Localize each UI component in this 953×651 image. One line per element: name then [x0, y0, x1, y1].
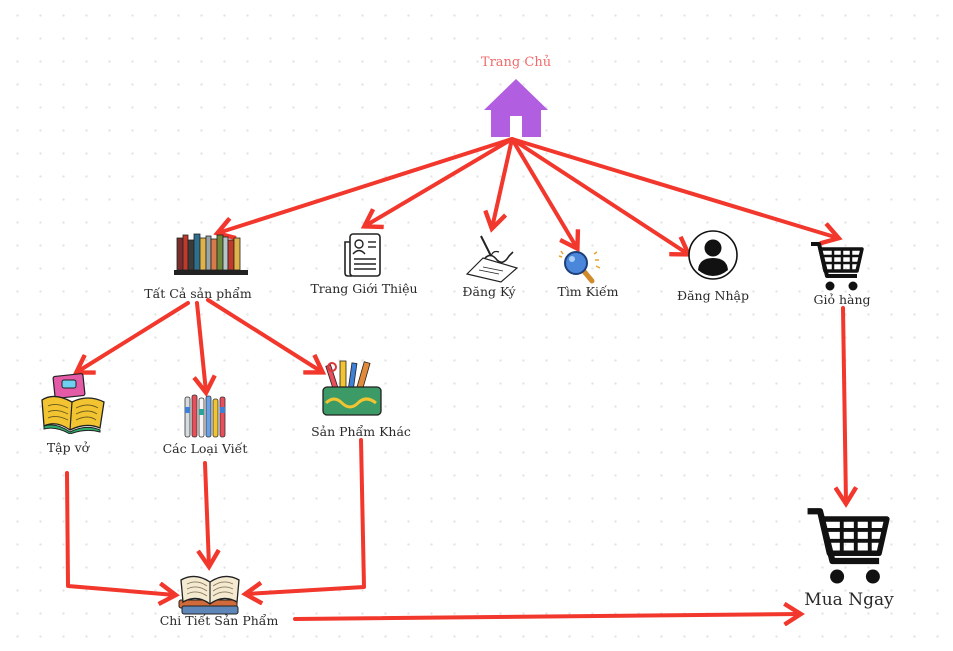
arrow-all-products-to-pens [197, 301, 206, 392]
signature-icon [465, 235, 519, 283]
pens-label: Các Loại Viết [162, 441, 248, 456]
document-icon [344, 233, 381, 277]
shopping-cart-icon [807, 508, 890, 584]
arrow-home-to-search [510, 137, 577, 248]
arrow-home-to-cart [510, 137, 838, 238]
arrow-home-to-about [365, 137, 514, 226]
stationery-holder-icon [322, 360, 382, 416]
home-label: Trang Chủ [480, 55, 552, 70]
arrow-detail-to-buy-now [293, 614, 800, 619]
arrow-home-to-register [492, 137, 514, 228]
buy-now-label: Mua Ngay [804, 590, 894, 610]
product-detail-label: Chi Tiết Sản Phẩm [159, 613, 279, 628]
search-label: Tìm Kiếm [557, 284, 619, 299]
notebook-icon [41, 373, 105, 434]
arrow-cart-to-buy-now [843, 306, 846, 503]
arrow-other-to-detail [246, 438, 366, 594]
arrow-notebooks-to-detail [65, 471, 175, 595]
user-avatar-icon [688, 230, 738, 280]
register-label: Đăng Ký [462, 284, 516, 299]
cart-label: Giỏ hàng [813, 292, 871, 307]
arrow-all-products-to-notebooks [77, 301, 190, 372]
house-icon [484, 79, 548, 137]
arrow-home-to-login [510, 137, 688, 254]
arrow-pens-to-detail [205, 461, 209, 566]
pens-icon [184, 394, 226, 438]
open-book-icon [178, 575, 240, 615]
magnifier-icon [558, 250, 601, 284]
bookshelf-icon [174, 233, 248, 275]
notebooks-label: Tập vở [46, 440, 90, 455]
about-label: Trang Giới Thiệu [310, 281, 418, 296]
other-products-label: Sản Phẩm Khác [311, 424, 411, 439]
all-products-label: Tất Cả sản phẩm [144, 286, 252, 301]
arrow-home-to-all-products [218, 137, 514, 233]
login-label: Đăng Nhập [676, 288, 750, 303]
arrow-all-products-to-other [206, 298, 322, 372]
shopping-cart-icon [811, 242, 864, 291]
